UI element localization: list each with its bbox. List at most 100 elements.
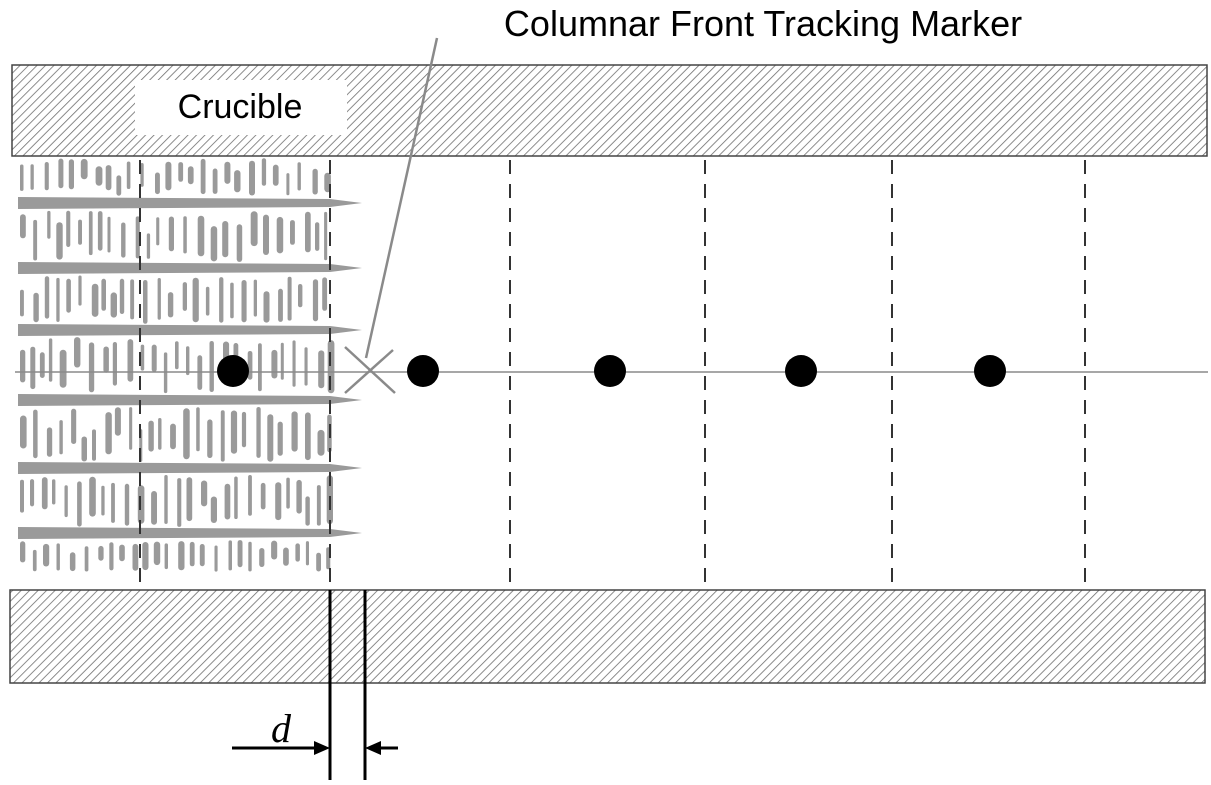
secondary-dendrite-arm <box>197 215 205 257</box>
secondary-dendrite-arm <box>20 415 27 449</box>
secondary-dendrite-arm <box>210 496 217 523</box>
secondary-dendrite-arm <box>91 283 99 317</box>
secondary-dendrite-arm <box>250 211 258 247</box>
secondary-dendrite-arm <box>20 479 24 513</box>
secondary-dendrite-arm <box>228 540 232 571</box>
secondary-dendrite-arm <box>78 219 82 245</box>
secondary-dendrite-arm <box>157 278 161 320</box>
secondary-dendrite-arm <box>101 485 105 516</box>
secondary-dendrite-arm <box>20 541 26 563</box>
secondary-dendrite-arm <box>267 414 274 462</box>
primary-dendrite-arm <box>18 197 362 209</box>
secondary-dendrite-arm <box>259 548 265 567</box>
secondary-dendrite-arm <box>234 476 238 519</box>
secondary-dendrite-arm <box>77 481 82 527</box>
secondary-dendrite-arm <box>164 475 168 524</box>
secondary-dendrite-arm <box>276 216 284 254</box>
secondary-dendrite-arm <box>105 412 112 455</box>
secondary-dendrite-arm <box>30 346 36 390</box>
columnar-dendrite-region <box>18 158 362 572</box>
secondary-dendrite-arm <box>196 407 200 452</box>
secondary-dendrite-arm <box>107 216 111 253</box>
secondary-dendrite-arm <box>32 549 37 572</box>
secondary-dendrite-arm <box>121 222 126 258</box>
secondary-dendrite-arm <box>66 210 71 247</box>
secondary-dendrite-arm <box>272 164 279 186</box>
primary-dendrite-arm <box>18 394 362 406</box>
secondary-dendrite-arm <box>84 546 89 572</box>
secondary-dendrite-arm <box>318 350 325 389</box>
secondary-dendrite-arm <box>111 482 115 523</box>
secondary-dendrite-arm <box>164 543 168 570</box>
secondary-dendrite-arm <box>183 408 190 460</box>
secondary-dendrite-arm <box>69 552 76 572</box>
secondary-dendrite-arm <box>305 496 310 526</box>
secondary-dendrite-arm <box>56 543 60 571</box>
tracking-points <box>217 355 1006 387</box>
tracking-point <box>974 355 1006 387</box>
secondary-dendrite-arm <box>59 420 63 455</box>
secondary-dendrite-arm <box>135 216 140 259</box>
distance-indicator <box>232 590 398 780</box>
secondary-dendrite-arm <box>88 211 93 256</box>
crucible-label: Crucible <box>178 88 303 126</box>
secondary-dendrite-arm <box>20 349 26 383</box>
secondary-dendrite-arm <box>116 175 122 196</box>
secondary-dendrite-arm <box>296 479 302 514</box>
secondary-dendrite-arm <box>78 275 82 306</box>
secondary-dendrite-arm <box>277 421 283 456</box>
secondary-dendrite-arm <box>33 409 38 459</box>
marker-leader-line <box>364 37 439 359</box>
crucible-label-box <box>135 80 347 135</box>
secondary-dendrite-arm <box>316 485 321 526</box>
secondary-dendrite-arm <box>210 226 218 262</box>
secondary-dendrite-arm <box>312 279 319 322</box>
secondary-dendrite-arm <box>126 161 131 189</box>
primary-dendrite-arm <box>18 527 362 539</box>
secondary-dendrite-arm <box>317 429 325 456</box>
secondary-dendrite-arm <box>224 161 231 184</box>
secondary-dendrite-arm <box>199 544 205 567</box>
secondary-dendrite-arm <box>44 276 50 319</box>
secondary-dendrite-arm <box>305 412 311 461</box>
crucible-bottom-wall <box>9 589 1206 684</box>
secondary-dendrite-arm <box>207 419 213 458</box>
secondary-dendrite-arm <box>95 166 103 186</box>
secondary-dendrite-arm <box>241 280 247 323</box>
secondary-dendrite-arm <box>275 482 282 521</box>
tracking-point <box>407 355 439 387</box>
secondary-dendrite-arm <box>261 158 267 186</box>
secondary-dendrite-arm <box>47 210 51 239</box>
secondary-dendrite-arm <box>165 161 172 191</box>
secondary-dendrite-arm <box>98 545 104 561</box>
secondary-dendrite-arm <box>292 340 296 387</box>
secondary-dendrite-arm <box>101 278 106 311</box>
secondary-dendrite-arm <box>89 476 96 517</box>
secondary-dendrite-arm <box>153 541 161 566</box>
secondary-dendrite-arm <box>236 224 243 262</box>
secondary-dendrite-arm <box>59 349 67 388</box>
distance-arrowhead-left <box>314 741 330 755</box>
secondary-dendrite-arm <box>220 410 225 462</box>
secondary-dendrite-arm <box>56 222 63 260</box>
primary-dendrite-arm <box>18 324 362 336</box>
secondary-dendrite-arm <box>230 410 238 454</box>
secondary-dendrite-arm <box>200 158 206 195</box>
tracking-point <box>217 355 249 387</box>
secondary-dendrite-arm <box>124 483 130 526</box>
secondary-dendrite-arm <box>156 217 160 246</box>
secondary-dendrite-arm <box>219 277 224 323</box>
secondary-dendrite-arm <box>248 475 252 516</box>
secondary-dendrite-arm <box>256 407 261 458</box>
secondary-dendrite-arm <box>127 339 134 382</box>
secondary-dendrite-arm <box>248 541 252 572</box>
secondary-dendrite-arm <box>263 214 269 255</box>
secondary-dendrite-arm <box>148 420 154 452</box>
secondary-dendrite-arm <box>324 211 328 261</box>
secondary-dendrite-arm <box>186 346 190 376</box>
secondary-dendrite-arm <box>234 170 241 193</box>
secondary-dendrite-arm <box>137 485 145 524</box>
tracking-point <box>594 355 626 387</box>
secondary-dendrite-arm <box>56 277 60 322</box>
secondary-dendrite-arm <box>316 552 321 572</box>
